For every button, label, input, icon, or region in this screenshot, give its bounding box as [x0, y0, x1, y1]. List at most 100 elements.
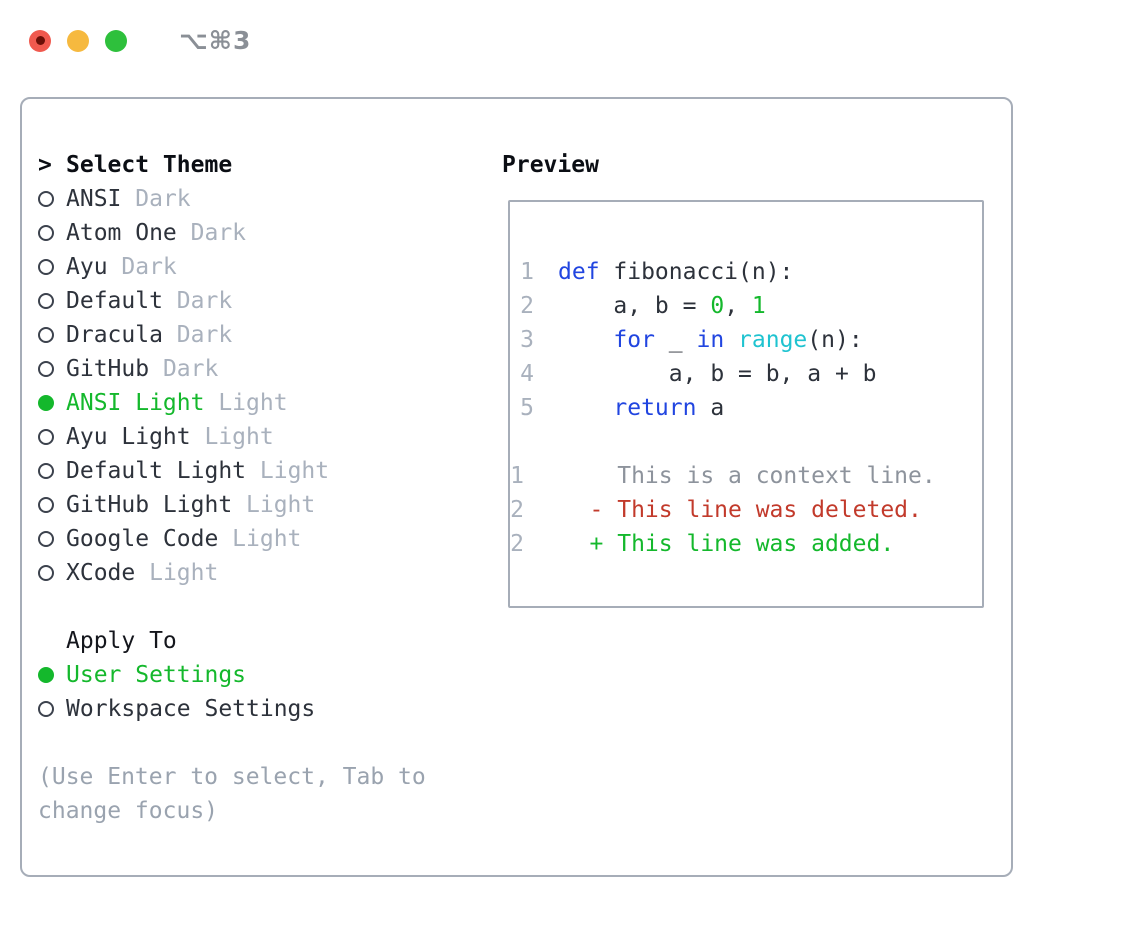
- apply-to-title-row: Apply To: [38, 624, 468, 658]
- radio-selected-icon: [38, 395, 54, 411]
- theme-name: GitHub: [66, 356, 163, 382]
- code-segment-plain: a, b =: [558, 293, 711, 319]
- apply-option-workspace-settings[interactable]: Workspace Settings: [38, 692, 468, 726]
- theme-variant: Light: [259, 458, 330, 484]
- minimize-button[interactable]: [67, 29, 89, 52]
- radio-selected-icon: [38, 667, 54, 683]
- code-segment-plain: (n):: [807, 327, 863, 353]
- theme-option-github-light[interactable]: GitHub Light Light: [38, 488, 468, 522]
- theme-name: Ayu Light: [66, 424, 205, 450]
- theme-option-dracula[interactable]: Dracula Dark: [38, 318, 468, 352]
- theme-option-label: XCode Light: [66, 556, 218, 590]
- code-segment-plain: a, b = b, a + b: [558, 361, 877, 387]
- radio-icon: [38, 225, 54, 241]
- diff-line: 2 - This line was deleted.: [510, 493, 982, 527]
- theme-option-default-light[interactable]: Default Light Light: [38, 454, 468, 488]
- diff-preview: 1 This is a context line.2 - This line w…: [510, 459, 982, 561]
- line-number: 1: [520, 259, 534, 285]
- apply-option-label: User Settings: [66, 662, 247, 688]
- theme-option-label: Ayu Dark: [66, 250, 177, 284]
- window-shortcut-label: ⌥⌘3: [179, 26, 252, 55]
- zoom-button[interactable]: [105, 29, 127, 52]
- radio-marker: [38, 225, 66, 241]
- theme-option-label: Default Light Light: [66, 454, 329, 488]
- radio-icon: [38, 191, 54, 207]
- theme-variant: Light: [232, 526, 302, 552]
- code-segment-plain: ,: [724, 293, 752, 319]
- theme-variant: Dark: [135, 186, 191, 212]
- modified-dot-icon: [35, 36, 45, 45]
- theme-variant: Light: [246, 492, 316, 518]
- radio-icon: [38, 293, 54, 309]
- code-segment-plain: a: [696, 395, 725, 421]
- apply-option-user-settings[interactable]: User Settings: [38, 658, 468, 692]
- theme-option-xcode[interactable]: XCode Light: [38, 556, 468, 590]
- code-segment-keyword: for: [613, 327, 655, 353]
- code-segment-plain: _: [654, 327, 697, 353]
- theme-variant: Dark: [190, 220, 247, 246]
- diff-line: 1 This is a context line.: [510, 459, 982, 493]
- theme-name: Ayu: [66, 254, 122, 280]
- radio-marker: [38, 327, 66, 343]
- code-line: 3 for _ in range(n):: [520, 323, 982, 357]
- theme-option-label: Ayu Light Light: [66, 420, 274, 454]
- keyboard-hint: (Use Enter to select, Tab to change focu…: [38, 764, 426, 824]
- radio-icon: [38, 327, 54, 343]
- theme-name: ANSI Light: [66, 390, 219, 416]
- theme-option-github[interactable]: GitHub Dark: [38, 352, 468, 386]
- code-line: 4 a, b = b, a + b: [520, 357, 982, 391]
- theme-option-atom-one[interactable]: Atom One Dark: [38, 216, 468, 250]
- radio-icon: [38, 463, 54, 479]
- code-segment-number: 1: [751, 293, 766, 319]
- theme-name: Dracula: [66, 322, 177, 348]
- theme-variant: Light: [218, 390, 288, 416]
- theme-name: GitHub Light: [66, 492, 247, 518]
- theme-panel-title-row: > Select Theme: [38, 148, 468, 182]
- theme-option-label: GitHub Dark: [66, 352, 218, 386]
- theme-option-google-code[interactable]: Google Code Light: [38, 522, 468, 556]
- code-segment-context: This is a context line.: [548, 463, 936, 489]
- radio-icon: [38, 259, 54, 275]
- theme-option-default[interactable]: Default Dark: [38, 284, 468, 318]
- code-segment-deleted: - This line was deleted.: [548, 497, 922, 523]
- line-number: 2: [510, 497, 524, 523]
- line-number: 2: [510, 531, 524, 557]
- code-segment-added: + This line was added.: [548, 531, 895, 557]
- code-segment-keyword: in: [696, 327, 725, 353]
- code-segment-keyword: return: [613, 395, 697, 421]
- radio-marker: [38, 395, 66, 411]
- close-button[interactable]: [29, 29, 51, 52]
- titlebar: ⌥⌘3: [29, 26, 251, 55]
- theme-name: Atom One: [66, 220, 191, 246]
- theme-option-ayu-light[interactable]: Ayu Light Light: [38, 420, 468, 454]
- radio-icon: [38, 361, 54, 377]
- radio-marker: [38, 293, 66, 309]
- theme-option-ansi-light[interactable]: ANSI Light Light: [38, 386, 468, 420]
- radio-marker: [38, 531, 66, 547]
- radio-marker: [38, 463, 66, 479]
- code-segment-plain: [558, 395, 613, 421]
- radio-icon: [38, 429, 54, 445]
- theme-variant: Light: [204, 424, 274, 450]
- radio-marker: [38, 565, 66, 581]
- line-number: 4: [520, 361, 534, 387]
- theme-option-label: Dracula Dark: [66, 318, 232, 352]
- theme-variant: Dark: [176, 288, 233, 314]
- theme-option-label: Default Dark: [66, 284, 232, 318]
- line-number: 1: [510, 463, 524, 489]
- theme-option-label: GitHub Light Light: [66, 488, 315, 522]
- radio-marker: [38, 361, 66, 377]
- theme-variant: Light: [149, 560, 219, 586]
- preview-title: Preview: [502, 152, 599, 178]
- theme-option-ayu[interactable]: Ayu Dark: [38, 250, 468, 284]
- theme-option-ansi[interactable]: ANSI Dark: [38, 182, 468, 216]
- radio-icon: [38, 497, 54, 513]
- code-segment-plain: [558, 327, 613, 353]
- code-segment-builtin: range: [738, 327, 808, 353]
